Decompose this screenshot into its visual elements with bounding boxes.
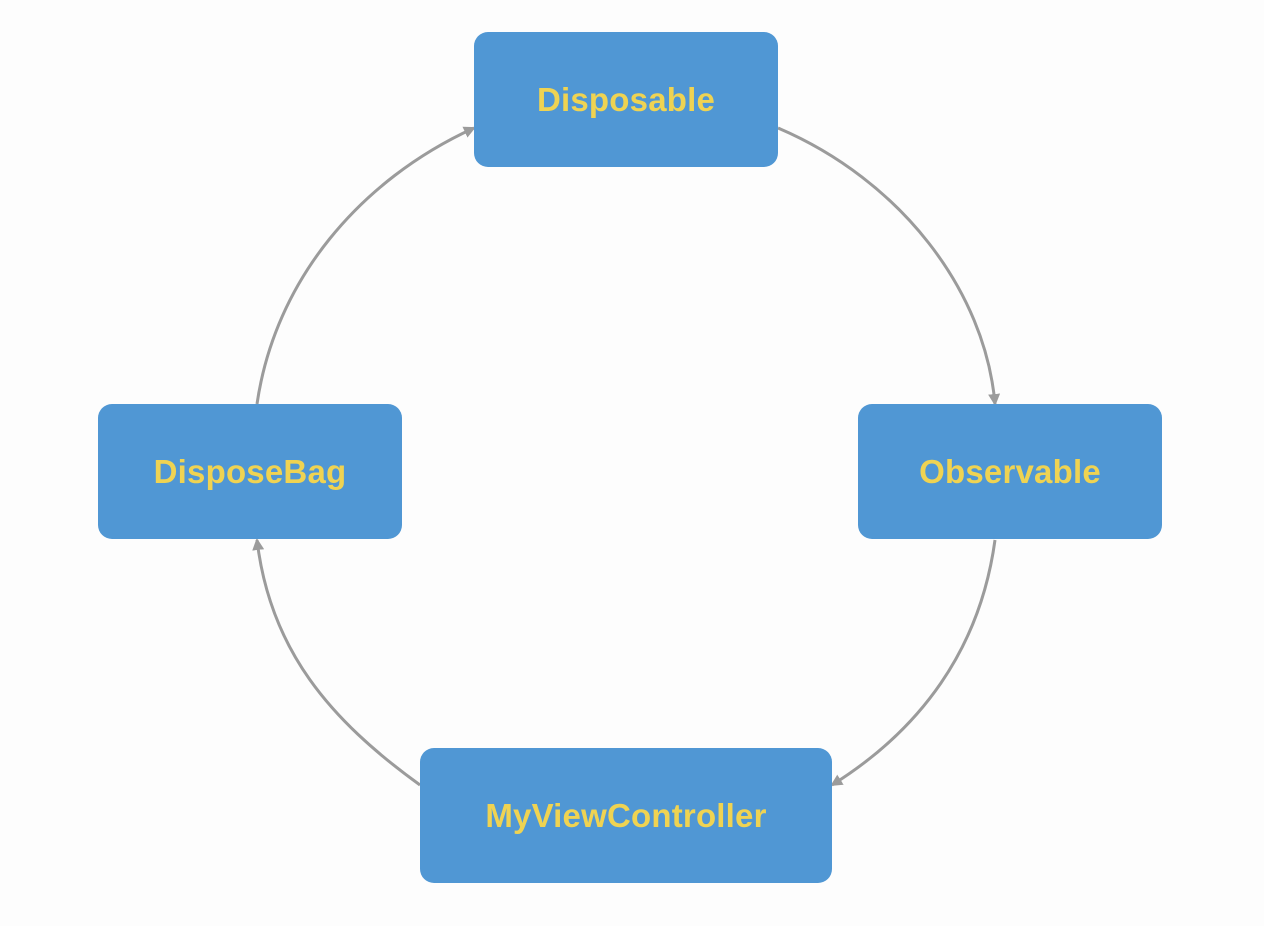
- node-disposebag: DisposeBag: [98, 404, 402, 539]
- edge-disposable-to-observable: [777, 126, 1001, 406]
- node-myviewcontroller: MyViewController: [420, 748, 832, 883]
- edge-controller-to-bag: [252, 538, 421, 787]
- node-label: Observable: [919, 452, 1101, 490]
- node-label: MyViewController: [485, 796, 767, 834]
- node-disposable: Disposable: [474, 32, 778, 167]
- node-label: DisposeBag: [153, 452, 347, 490]
- edge-bag-to-disposable: [255, 126, 476, 405]
- node-label: Disposable: [536, 80, 716, 118]
- edge-observable-to-controller: [830, 539, 997, 787]
- node-observable: Observable: [858, 404, 1162, 539]
